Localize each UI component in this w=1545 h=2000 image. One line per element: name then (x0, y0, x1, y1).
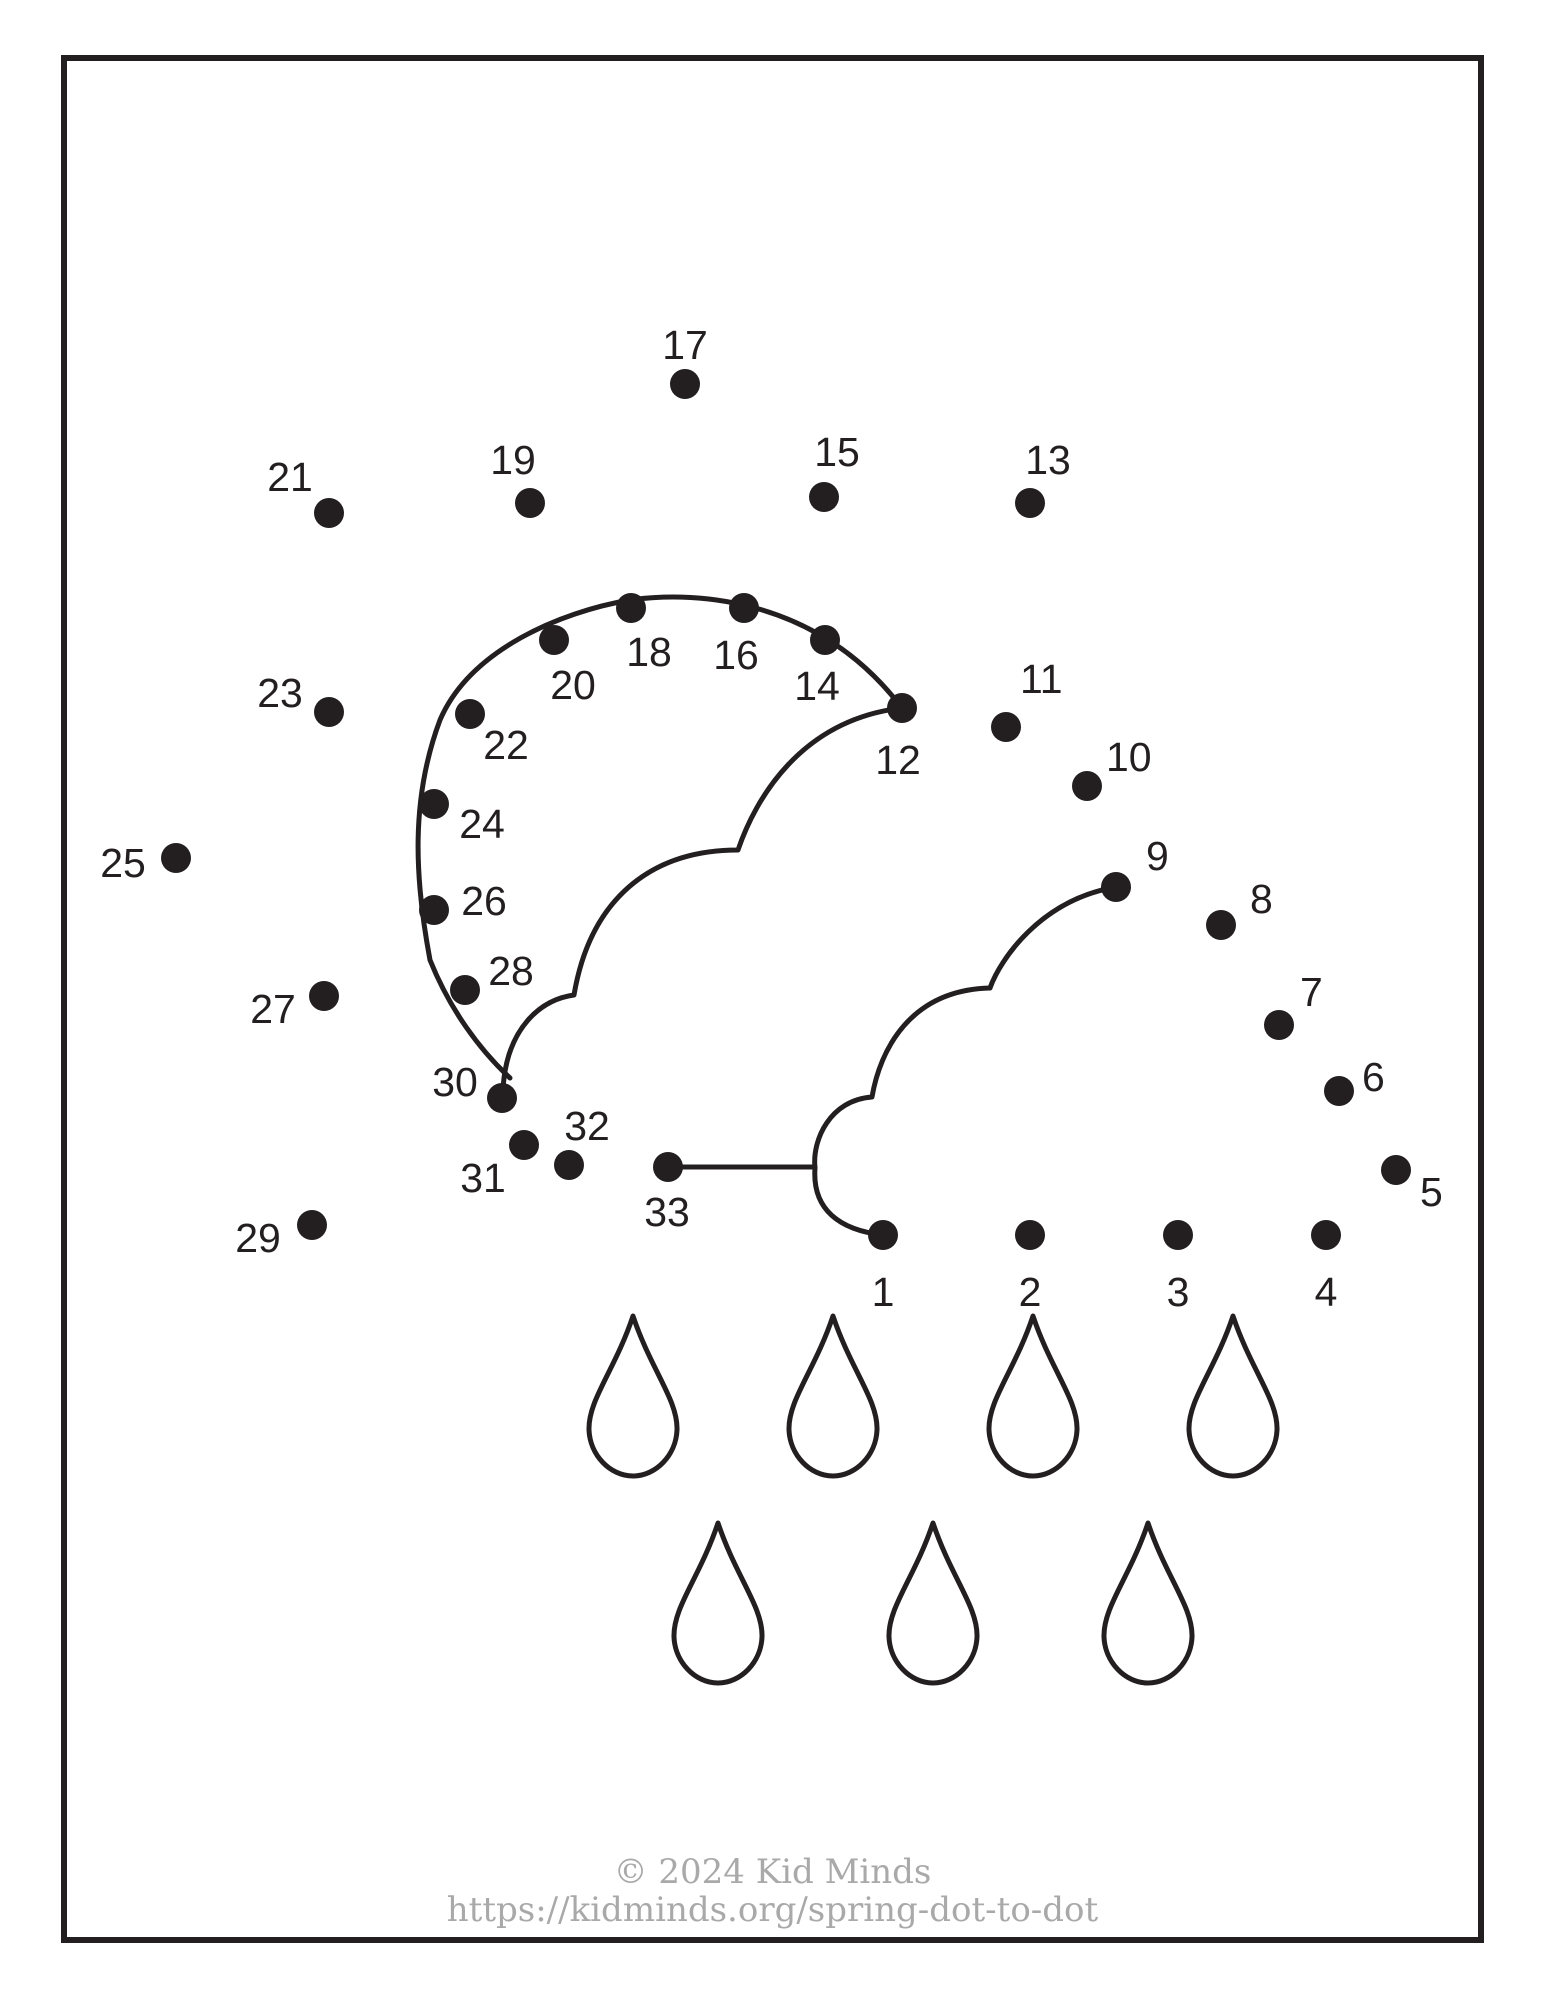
dot-number-33: 33 (644, 1189, 690, 1235)
source-url-text: https://kidminds.org/spring-dot-to-dot (446, 1890, 1099, 1930)
dot-number-12: 12 (875, 737, 921, 783)
dot-22 (455, 699, 485, 729)
dot-number-21: 21 (267, 454, 313, 500)
dot-9 (1101, 872, 1131, 902)
dot-number-16: 16 (713, 632, 759, 678)
dot-20 (539, 625, 569, 655)
dot-15 (809, 482, 839, 512)
dot-18 (616, 593, 646, 623)
raindrop-shape (786, 1313, 880, 1479)
dot-number-32: 32 (564, 1103, 610, 1149)
raindrop-shape (1186, 1313, 1280, 1479)
dot-29 (297, 1210, 327, 1240)
dot-21 (314, 498, 344, 528)
dot-number-1: 1 (872, 1269, 895, 1315)
raindrop-shape (986, 1313, 1080, 1479)
dot-number-19: 19 (490, 437, 536, 483)
dot-28 (450, 975, 480, 1005)
dot-8 (1206, 910, 1236, 940)
back-cloud-outline (499, 705, 905, 1101)
dot-number-5: 5 (1420, 1169, 1443, 1215)
dot-number-24: 24 (459, 801, 505, 847)
dot-number-8: 8 (1250, 876, 1273, 922)
dot-16 (729, 593, 759, 623)
dot-number-17: 17 (662, 322, 708, 368)
dot-14 (810, 625, 840, 655)
front-cloud-outline (812, 884, 1119, 1238)
dot-number-18: 18 (626, 629, 672, 675)
dot-1 (868, 1220, 898, 1250)
dot-5 (1381, 1155, 1411, 1185)
dot-11 (991, 712, 1021, 742)
raindrop-shape (1101, 1520, 1195, 1686)
raindrop-shape (886, 1520, 980, 1686)
dot-32 (554, 1150, 584, 1180)
dot-number-26: 26 (461, 878, 507, 924)
dot-number-7: 7 (1300, 969, 1323, 1015)
raindrops (586, 1313, 1280, 1686)
dot-number-20: 20 (550, 662, 596, 708)
dot-number-28: 28 (488, 948, 534, 994)
dot-number-22: 22 (483, 722, 529, 768)
dot-number-23: 23 (257, 670, 303, 716)
dot-number-4: 4 (1315, 1269, 1338, 1315)
dot-number-9: 9 (1146, 833, 1169, 879)
dot-2 (1015, 1220, 1045, 1250)
dot-6 (1324, 1076, 1354, 1106)
dot-number-10: 10 (1106, 734, 1152, 780)
dot-19 (515, 488, 545, 518)
dot-number-11: 11 (1020, 656, 1063, 702)
dot-number-14: 14 (794, 663, 840, 709)
dot-4 (1311, 1220, 1341, 1250)
dot-number-6: 6 (1362, 1054, 1385, 1100)
dot-number-31: 31 (460, 1155, 506, 1201)
dot-number-30: 30 (432, 1059, 478, 1105)
dot-17 (670, 369, 700, 399)
dot-number-3: 3 (1167, 1269, 1190, 1315)
dot-23 (314, 697, 344, 727)
dot-number-15: 15 (814, 429, 860, 475)
dot-number-27: 27 (250, 986, 296, 1032)
dot-27 (309, 981, 339, 1011)
page-border (61, 55, 1484, 1943)
dot-24 (419, 789, 449, 819)
dot-26 (419, 895, 449, 925)
dot-10 (1072, 771, 1102, 801)
raindrop-shape (671, 1520, 765, 1686)
dot-12 (887, 693, 917, 723)
dot-number-13: 13 (1025, 437, 1071, 483)
dot-number-25: 25 (100, 840, 146, 886)
dot-number-29: 29 (235, 1215, 281, 1261)
raindrop-shape (586, 1313, 680, 1479)
dot-33 (653, 1152, 683, 1182)
dot-3 (1163, 1220, 1193, 1250)
dot-7 (1264, 1010, 1294, 1040)
dot-number-2: 2 (1019, 1269, 1042, 1315)
dot-30 (487, 1083, 517, 1113)
copyright-text: © 2024 Kid Minds (613, 1852, 932, 1892)
dot-25 (161, 843, 191, 873)
drawn-artwork (415, 594, 1119, 1238)
dot-31 (509, 1130, 539, 1160)
dot-13 (1015, 488, 1045, 518)
